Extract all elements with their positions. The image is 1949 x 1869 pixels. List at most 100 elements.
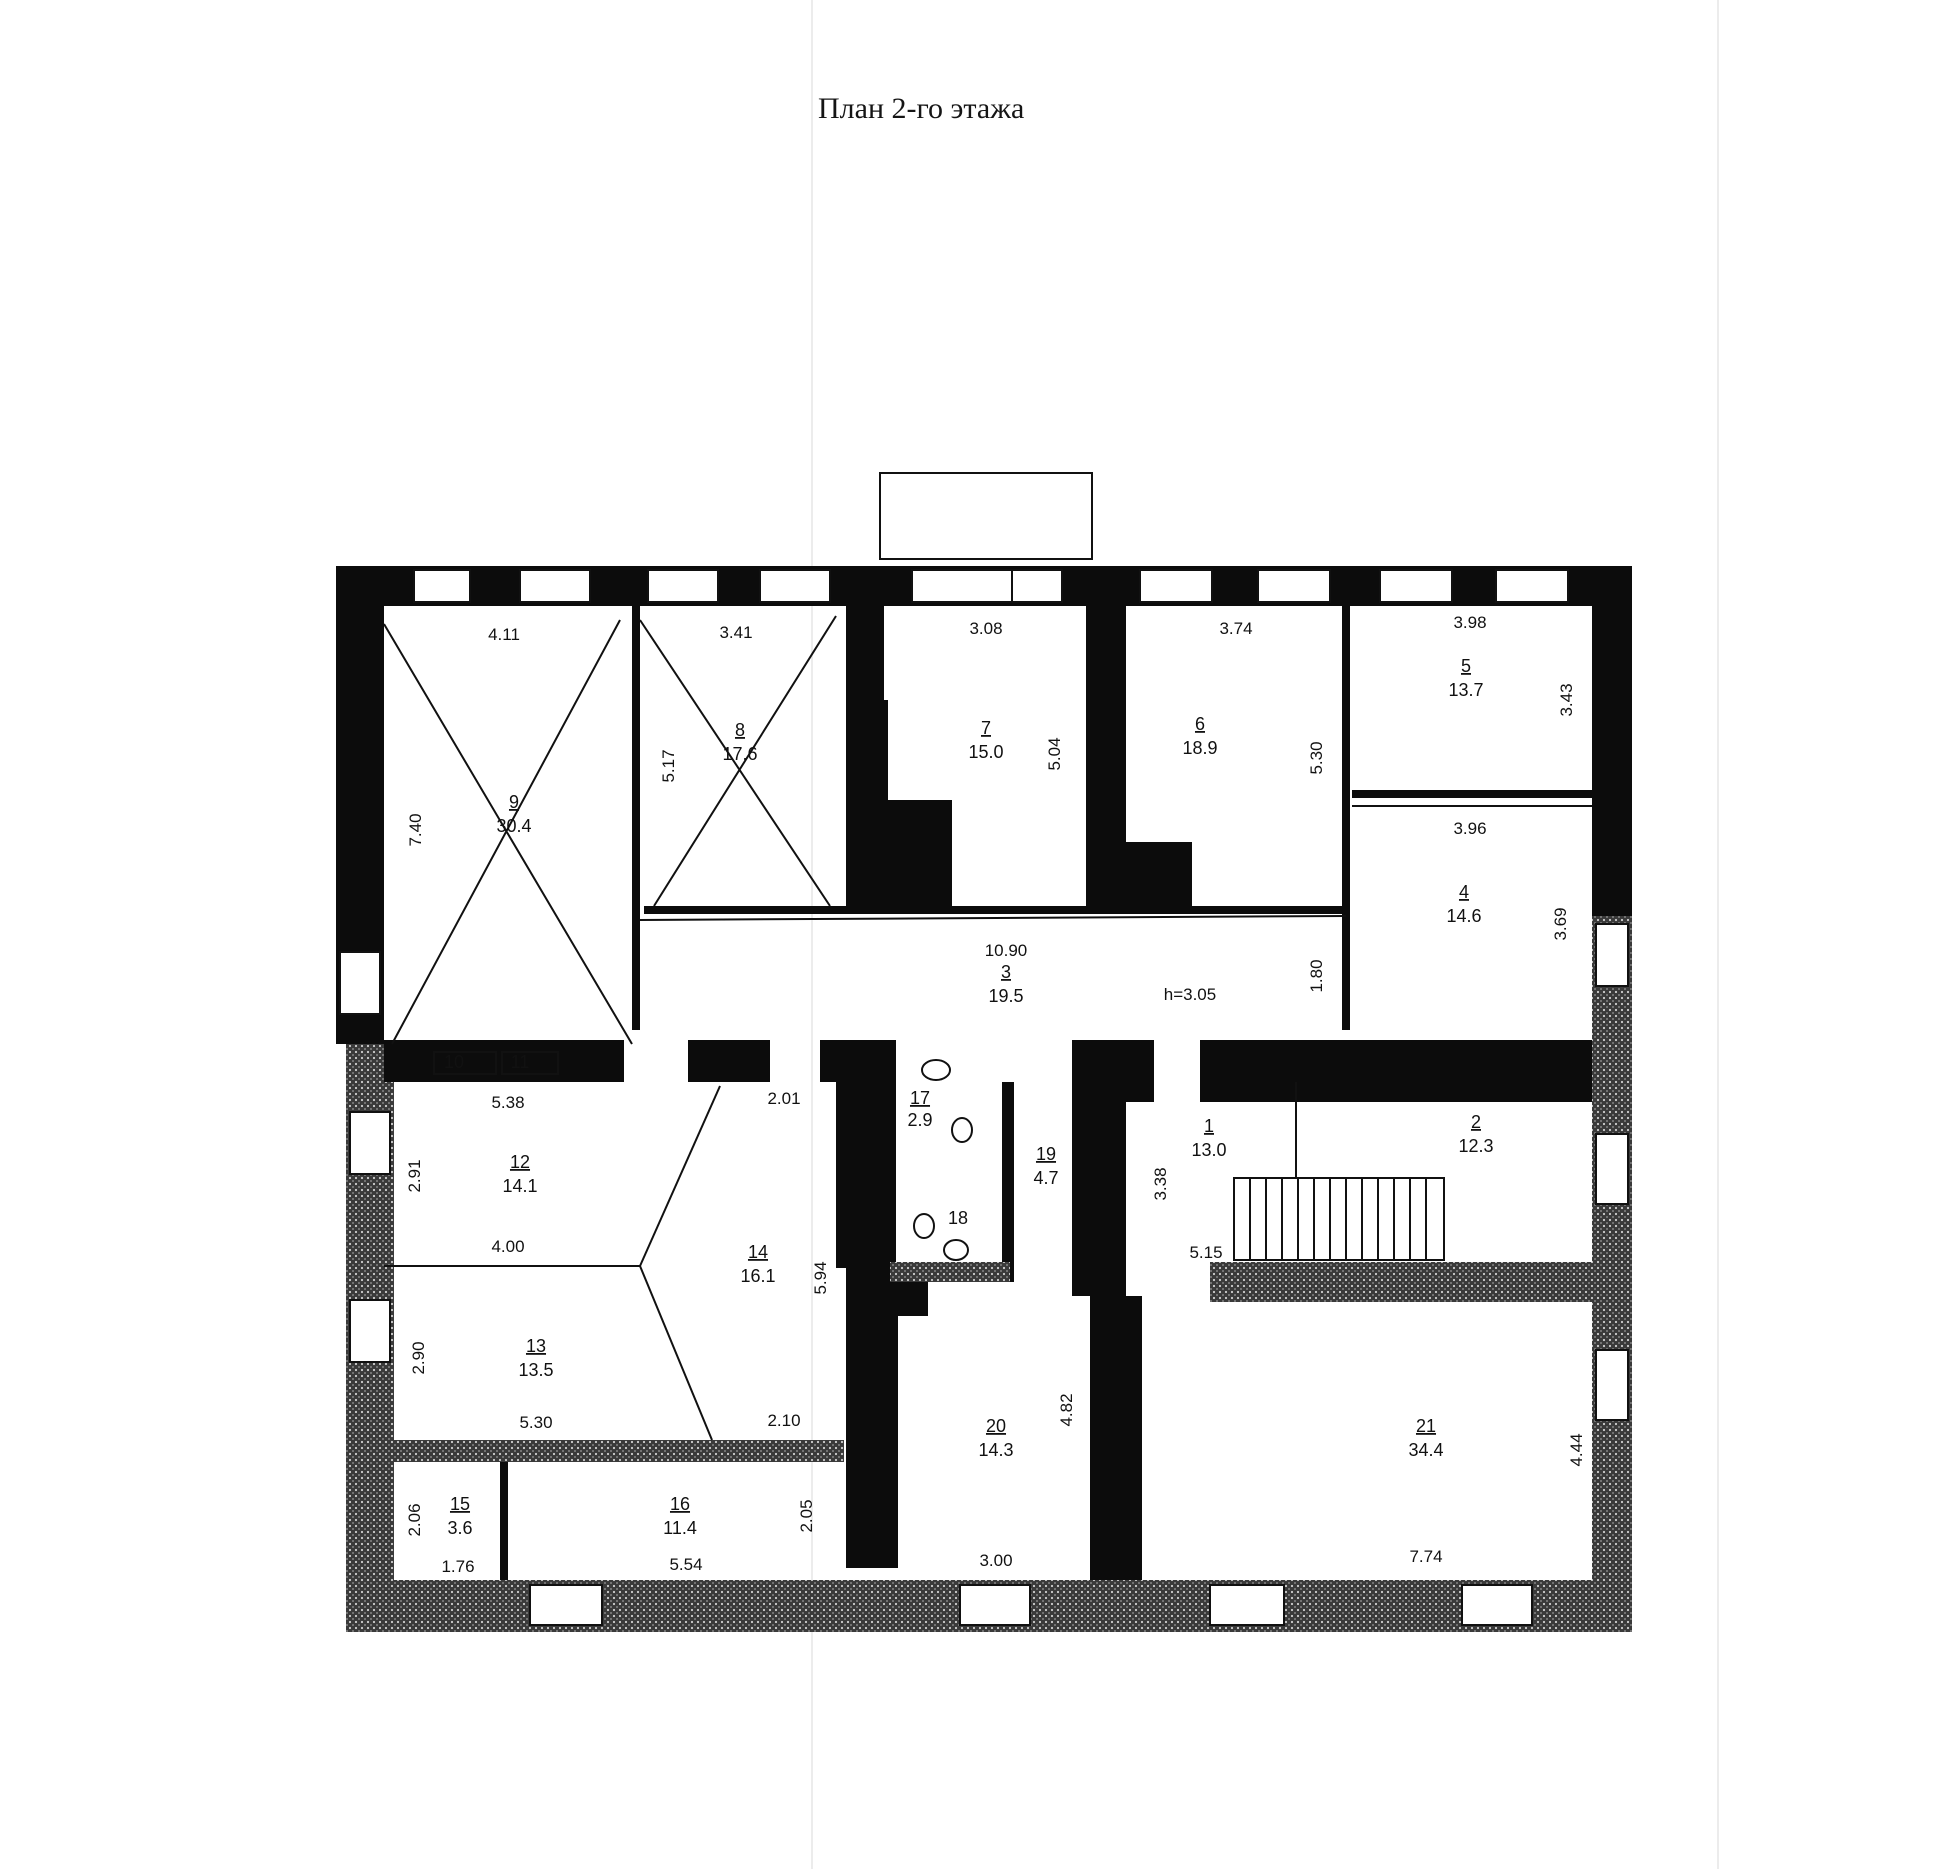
svg-text:3.6: 3.6 (447, 1518, 472, 1538)
staircase (1233, 1177, 1445, 1261)
svg-text:16: 16 (670, 1494, 690, 1514)
closet-10-box (433, 1051, 497, 1075)
svg-text:11: 11 (511, 1052, 530, 1072)
dimension-labels: 4.11 3.41 3.08 3.74 3.98 3.96 10.90 5.38… (441, 613, 1486, 1576)
room-2: 2 12.3 (1458, 1112, 1493, 1156)
room-18: 18 (948, 1208, 968, 1228)
svg-text:19.5: 19.5 (988, 986, 1023, 1006)
dimension-label: 5.94 (811, 1261, 830, 1294)
svg-text:13.0: 13.0 (1191, 1140, 1226, 1160)
svg-text:5: 5 (1461, 656, 1471, 676)
sanitary-fixtures (913, 1059, 973, 1261)
room-15: 15 3.6 (447, 1494, 472, 1538)
dimension-label: 3.96 (1453, 819, 1486, 838)
svg-text:4: 4 (1459, 882, 1469, 902)
dimension-label: 5.30 (1307, 741, 1326, 774)
room-3: 3 19.5 (988, 962, 1023, 1006)
dimension-label: 5.04 (1045, 737, 1064, 770)
dimension-label: 3.38 (1151, 1167, 1170, 1200)
dimension-label: 4.82 (1057, 1393, 1076, 1426)
svg-text:13: 13 (526, 1336, 546, 1356)
room-13: 13 13.5 (518, 1336, 553, 1380)
room-1: 1 13.0 (1191, 1116, 1226, 1160)
room-6: 6 18.9 (1182, 714, 1217, 758)
dimension-label: 5.17 (659, 749, 678, 782)
svg-text:11.4: 11.4 (663, 1518, 697, 1538)
svg-text:18: 18 (948, 1208, 968, 1228)
dimension-label: 4.00 (491, 1237, 524, 1256)
dimension-label: 3.08 (969, 619, 1002, 638)
svg-text:13.5: 13.5 (518, 1360, 553, 1380)
svg-text:2: 2 (1471, 1112, 1481, 1132)
svg-text:14.3: 14.3 (978, 1440, 1013, 1460)
windows (339, 569, 1629, 1626)
room-10: 10 (444, 1052, 464, 1072)
dimension-label: 3.41 (719, 623, 752, 642)
svg-text:7: 7 (981, 718, 991, 738)
dimension-label: 3.43 (1557, 683, 1576, 716)
svg-text:12.3: 12.3 (1458, 1136, 1493, 1156)
svg-text:10: 10 (444, 1052, 464, 1072)
svg-text:14.6: 14.6 (1446, 906, 1481, 926)
dimension-label: 7.40 (406, 813, 425, 846)
svg-text:3: 3 (1001, 962, 1011, 982)
dimension-label: 10.90 (985, 941, 1028, 960)
plan-title: План 2-го этажа (818, 92, 1025, 125)
svg-text:14: 14 (748, 1242, 768, 1262)
dimension-labels-vertical: 7.40 5.17 5.04 5.30 3.43 3.6 9 1.80 2.9 1 … (405, 683, 1586, 1536)
dimension-label: 3.74 (1219, 619, 1252, 638)
svg-text:16.1: 16.1 (740, 1266, 775, 1286)
dimension-label: 5.30 (519, 1413, 552, 1432)
room-7: 7 15.0 (968, 718, 1003, 762)
dimension-label: 1.76 (441, 1557, 474, 1576)
dimension-label: 5.38 (491, 1093, 524, 1112)
svg-text:13.7: 13.7 (1448, 680, 1483, 700)
svg-text:20: 20 (986, 1416, 1006, 1436)
room-8: 8 17.6 (722, 720, 757, 764)
svg-text:21: 21 (1416, 1416, 1436, 1436)
room-21: 21 34.4 (1408, 1416, 1443, 1460)
dimension-label: 5.54 (669, 1555, 702, 1574)
dimension-label: 3.98 (1453, 613, 1486, 632)
dimension-label: 1.80 (1307, 959, 1326, 992)
svg-text:6: 6 (1195, 714, 1205, 734)
svg-text:18.9: 18.9 (1182, 738, 1217, 758)
dimension-label: 4.11 (488, 625, 520, 644)
svg-text:9: 9 (509, 792, 519, 812)
dimension-label: 7.74 (1409, 1547, 1442, 1566)
svg-text:34.4: 34.4 (1408, 1440, 1443, 1460)
svg-text:15.0: 15.0 (968, 742, 1003, 762)
dimension-label: 2.91 (405, 1159, 424, 1192)
crossed-rooms (383, 615, 837, 1045)
svg-text:2.9: 2.9 (907, 1110, 932, 1130)
ceiling-height-note: h=3.05 (1164, 985, 1216, 1004)
svg-text:17.6: 17.6 (722, 744, 757, 764)
svg-text:19: 19 (1036, 1144, 1056, 1164)
room-5: 5 13.7 (1448, 656, 1483, 700)
partitions (384, 805, 1592, 1441)
dimension-label: 4.44 (1567, 1433, 1586, 1466)
svg-text:17: 17 (910, 1088, 930, 1108)
dimension-label: 2.10 (767, 1411, 800, 1430)
svg-text:8: 8 (735, 720, 745, 740)
svg-text:12: 12 (510, 1152, 530, 1172)
svg-text:15: 15 (450, 1494, 470, 1514)
room-19: 19 4.7 (1033, 1144, 1058, 1188)
room-4: 4 14.6 (1446, 882, 1481, 926)
room-9: 9 30.4 (496, 792, 531, 836)
svg-text:4.7: 4.7 (1033, 1168, 1058, 1188)
dimension-label: 5.15 (1189, 1243, 1222, 1262)
dimension-label: 2.05 (797, 1499, 816, 1532)
room-20: 20 14.3 (978, 1416, 1013, 1460)
closet-11-box (501, 1051, 559, 1075)
room-12: 12 14.1 (502, 1152, 537, 1196)
room-11: 11 (511, 1052, 530, 1072)
svg-text:30.4: 30.4 (496, 816, 531, 836)
balcony (879, 472, 1093, 560)
svg-text:14.1: 14.1 (502, 1176, 537, 1196)
svg-text:1: 1 (1204, 1116, 1214, 1136)
room-14: 14 16.1 (740, 1242, 775, 1286)
room-16: 16 11.4 (663, 1494, 697, 1538)
